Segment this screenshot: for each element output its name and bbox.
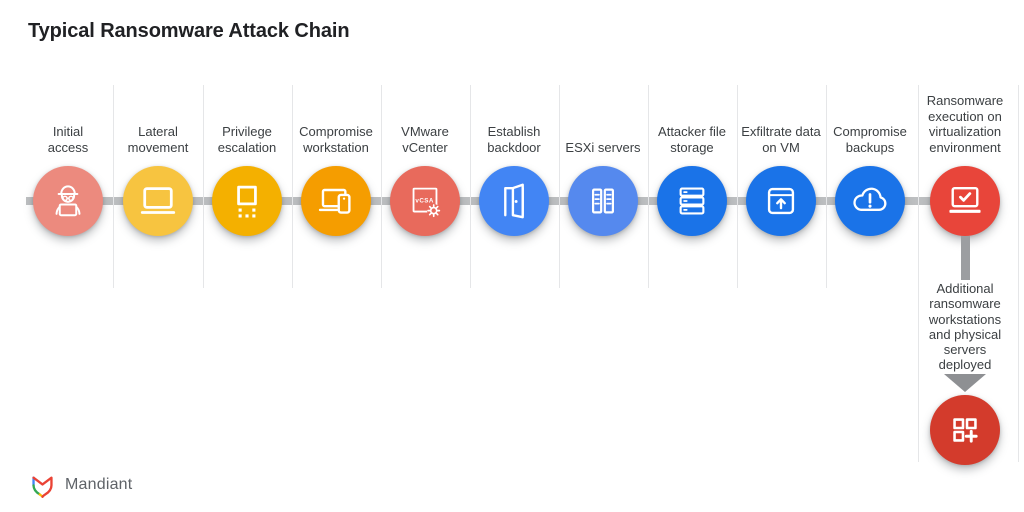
column-divider bbox=[647, 85, 649, 288]
column-divider bbox=[558, 85, 560, 288]
step-label: Initial access bbox=[47, 124, 89, 155]
server-towers-icon bbox=[591, 188, 615, 214]
mandiant-logo-icon bbox=[32, 476, 53, 498]
step-circle bbox=[301, 166, 371, 236]
brand-name: Mandiant bbox=[65, 476, 133, 493]
column-divider bbox=[825, 85, 827, 288]
cloud-alert-icon bbox=[853, 187, 887, 211]
step-label: VMware vCenter bbox=[401, 124, 449, 155]
column-divider bbox=[202, 85, 204, 288]
chain-step: Compromise backups bbox=[822, 85, 918, 236]
step-circle bbox=[657, 166, 727, 236]
deployed-step-circle bbox=[930, 395, 1000, 465]
column-divider bbox=[113, 85, 114, 288]
step-circle bbox=[212, 166, 282, 236]
step-label: Lateral movement bbox=[127, 124, 189, 155]
chain-step: Compromise workstation bbox=[288, 85, 384, 236]
deploy-grid-icon bbox=[953, 418, 978, 443]
laptop-icon bbox=[140, 187, 176, 214]
upload-box-icon bbox=[767, 187, 795, 215]
chain-step: Privilege escalation bbox=[199, 85, 295, 236]
chain-step: Exfiltrate data on VM bbox=[733, 85, 829, 236]
step-circle bbox=[123, 166, 193, 236]
hacker-icon bbox=[55, 185, 81, 217]
step-label: Privilege escalation bbox=[217, 124, 277, 155]
step-label: ESXi servers bbox=[565, 139, 641, 155]
step-label: Compromise workstation bbox=[299, 124, 373, 155]
branch-label: Additional ransomware workstations and p… bbox=[928, 281, 1002, 373]
step-circle bbox=[835, 166, 905, 236]
column-divider bbox=[1018, 85, 1019, 462]
chain-step: Establish backdoor bbox=[466, 85, 562, 236]
step-circle bbox=[33, 166, 103, 236]
column-divider bbox=[917, 85, 919, 462]
svg-text:vCSA: vCSA bbox=[415, 198, 433, 205]
chain-step: Ransomware execution on virtualization e… bbox=[908, 85, 1022, 236]
laptop-check-icon bbox=[949, 186, 981, 213]
step-circle: vCSA bbox=[390, 166, 460, 236]
step-circle bbox=[568, 166, 638, 236]
column-divider bbox=[736, 85, 738, 288]
step-circle bbox=[930, 166, 1000, 236]
vcsa-gear-icon: vCSA bbox=[412, 187, 441, 218]
column-divider bbox=[469, 85, 471, 288]
chain-step: Lateral movement bbox=[110, 85, 206, 236]
step-label: Attacker file storage bbox=[658, 124, 726, 155]
column-divider bbox=[380, 85, 382, 288]
step-label: Exfiltrate data on VM bbox=[741, 124, 821, 155]
step-label: Establish backdoor bbox=[487, 124, 541, 155]
file-storage-icon bbox=[679, 187, 705, 215]
chain-step: VMware vCenter vCSA bbox=[377, 85, 473, 236]
step-circle bbox=[479, 166, 549, 236]
chain-step: ESXi servers bbox=[555, 85, 651, 236]
step-label: Ransomware execution on virtualization e… bbox=[926, 93, 1004, 155]
branch-connector-line bbox=[960, 236, 970, 280]
chain-step: Initial access bbox=[20, 85, 116, 236]
step-circle bbox=[746, 166, 816, 236]
step-label: Compromise backups bbox=[833, 124, 907, 155]
page-title: Typical Ransomware Attack Chain bbox=[28, 20, 350, 42]
down-arrow-icon bbox=[944, 374, 986, 392]
chain-step: Attacker file storage bbox=[644, 85, 740, 236]
open-door-icon bbox=[504, 183, 524, 219]
brand-footer: Mandiant bbox=[29, 471, 132, 499]
column-divider bbox=[291, 85, 293, 288]
devices-icon bbox=[318, 188, 351, 214]
device-dots-icon bbox=[237, 185, 257, 218]
